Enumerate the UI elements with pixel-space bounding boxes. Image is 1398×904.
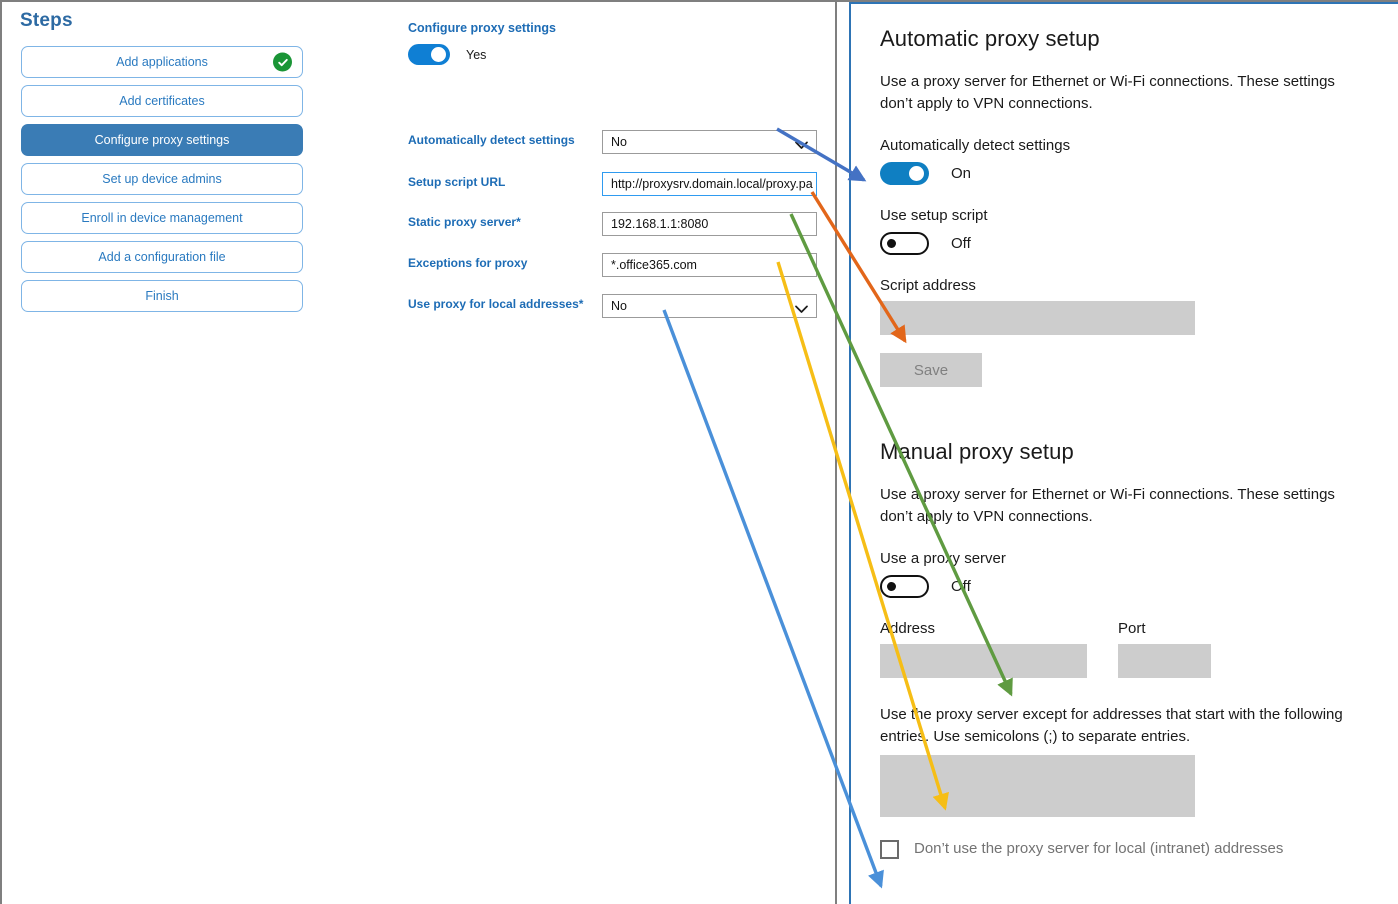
exceptions-input[interactable] xyxy=(880,755,1195,817)
local-addresses-checkbox-label: Don’t use the proxy server for local (in… xyxy=(914,840,1284,857)
field-label-text: Exceptions for proxy xyxy=(408,256,528,270)
step-button-label: Add a configuration file xyxy=(98,250,226,264)
save-button[interactable]: Save xyxy=(880,353,982,387)
field-row-use-proxy-for-local-addresses: Use proxy for local addresses* No xyxy=(408,294,828,318)
exceptions-description: Use the proxy server except for addresse… xyxy=(880,706,1343,745)
window-left-border xyxy=(0,0,2,904)
address-field-group: Address xyxy=(880,598,1087,678)
use-setup-script-row: Off xyxy=(880,232,1380,255)
field-label-exceptions-for-proxy: Exceptions for proxy xyxy=(408,256,527,270)
script-address-label: Script address xyxy=(880,277,976,294)
field-row-automatically-detect-settings: Automatically detect settings No xyxy=(408,130,828,154)
use-setup-script-toggle[interactable] xyxy=(880,232,929,255)
use-a-proxy-server-state: Off xyxy=(951,578,971,595)
configure-proxy-toggle[interactable] xyxy=(408,44,450,65)
local-addresses-checkbox-row: Don’t use the proxy server for local (in… xyxy=(880,839,1380,859)
steps-panel-title: Steps xyxy=(20,10,73,31)
field-label-text: Static proxy server xyxy=(408,215,517,229)
windows-proxy-settings-panel: Automatic proxy setup Use a proxy server… xyxy=(849,2,1398,904)
form-heading: Configure proxy settings xyxy=(408,21,556,35)
step-button-label: Set up device admins xyxy=(102,172,222,186)
proxy-form-panel: Configure proxy settings Yes Automatical… xyxy=(332,2,835,902)
panel-divider xyxy=(835,0,837,904)
step-button-enroll-in-device-management[interactable]: Enroll in device management xyxy=(21,202,303,234)
field-row-setup-script-url: Setup script URL http://proxysrv.domain.l… xyxy=(408,172,828,196)
toggle-knob xyxy=(909,166,924,181)
script-address-input[interactable] xyxy=(880,301,1195,335)
address-input[interactable] xyxy=(880,644,1087,678)
toggle-knob xyxy=(887,239,896,248)
step-button-label: Enroll in device management xyxy=(81,211,243,225)
step-button-label: Finish xyxy=(145,289,179,303)
address-port-row: Address Port xyxy=(880,598,1380,678)
field-label-automatically-detect-settings: Automatically detect settings xyxy=(408,133,575,147)
manual-proxy-setup-title: Manual proxy setup xyxy=(880,439,1074,464)
required-asterisk-icon: * xyxy=(516,215,521,229)
field-label-text: Use proxy for local addresses xyxy=(408,297,579,311)
step-button-add-certificates[interactable]: Add certificates xyxy=(21,85,303,117)
automatic-proxy-setup-description: Use a proxy server for Ethernet or Wi-Fi… xyxy=(880,73,1335,112)
step-button-finish[interactable]: Finish xyxy=(21,280,303,312)
configure-proxy-toggle-row: Yes xyxy=(408,44,486,65)
field-label-text: Setup script URL xyxy=(408,175,506,189)
automatically-detect-settings-row: On xyxy=(880,162,1380,185)
step-button-add-applications[interactable]: Add applications xyxy=(21,46,303,78)
input-exceptions-for-proxy[interactable]: *.office365.com xyxy=(602,253,817,277)
address-label: Address xyxy=(880,620,936,637)
select-wrap-automatically-detect-settings: No xyxy=(602,130,817,154)
automatic-proxy-setup-title: Automatic proxy setup xyxy=(880,26,1100,51)
check-circle-icon xyxy=(273,52,292,72)
toggle-knob xyxy=(887,582,896,591)
use-a-proxy-server-row: Off xyxy=(880,575,1380,598)
window-top-border xyxy=(0,0,1398,2)
use-a-proxy-server-label: Use a proxy server xyxy=(880,550,1006,567)
toggle-knob xyxy=(431,47,446,62)
field-row-exceptions-for-proxy: Exceptions for proxy *.office365.com xyxy=(408,253,828,277)
select-use-proxy-for-local-addresses[interactable]: No xyxy=(602,294,817,318)
step-button-set-up-device-admins[interactable]: Set up device admins xyxy=(21,163,303,195)
field-label-use-proxy-for-local-addresses: Use proxy for local addresses* xyxy=(408,297,583,311)
field-row-static-proxy-server: Static proxy server* 192.168.1.1:8080 xyxy=(408,212,828,236)
field-label-setup-script-url: Setup script URL xyxy=(408,175,505,189)
port-input[interactable] xyxy=(1118,644,1211,678)
step-button-label: Add certificates xyxy=(119,94,205,108)
local-addresses-checkbox[interactable] xyxy=(880,840,899,859)
manual-proxy-setup-description: Use a proxy server for Ethernet or Wi-Fi… xyxy=(880,486,1335,525)
required-asterisk-icon: * xyxy=(578,297,584,311)
use-setup-script-label: Use setup script xyxy=(880,207,988,224)
field-label-static-proxy-server: Static proxy server* xyxy=(408,215,521,229)
select-wrap-use-proxy-for-local-addresses: No xyxy=(602,294,817,318)
automatically-detect-settings-label: Automatically detect settings xyxy=(880,137,1071,154)
step-button-label: Configure proxy settings xyxy=(94,133,230,147)
select-automatically-detect-settings[interactable]: No xyxy=(602,130,817,154)
step-button-configure-proxy-settings[interactable]: Configure proxy settings xyxy=(21,124,303,156)
use-setup-script-state: Off xyxy=(951,235,971,252)
step-button-label: Add applications xyxy=(116,55,208,69)
use-a-proxy-server-toggle[interactable] xyxy=(880,575,929,598)
configure-proxy-toggle-label: Yes xyxy=(466,47,487,62)
step-button-add-a-configuration-file[interactable]: Add a configuration file xyxy=(21,241,303,273)
port-field-group: Port xyxy=(1118,598,1211,678)
input-static-proxy-server[interactable]: 192.168.1.1:8080 xyxy=(602,212,817,236)
port-label: Port xyxy=(1118,620,1146,637)
input-setup-script-url[interactable]: http://proxysrv.domain.local/proxy.pa xyxy=(602,172,817,196)
automatically-detect-settings-toggle[interactable] xyxy=(880,162,929,185)
automatically-detect-settings-state: On xyxy=(951,165,972,182)
field-label-text: Automatically detect settings xyxy=(408,133,575,147)
